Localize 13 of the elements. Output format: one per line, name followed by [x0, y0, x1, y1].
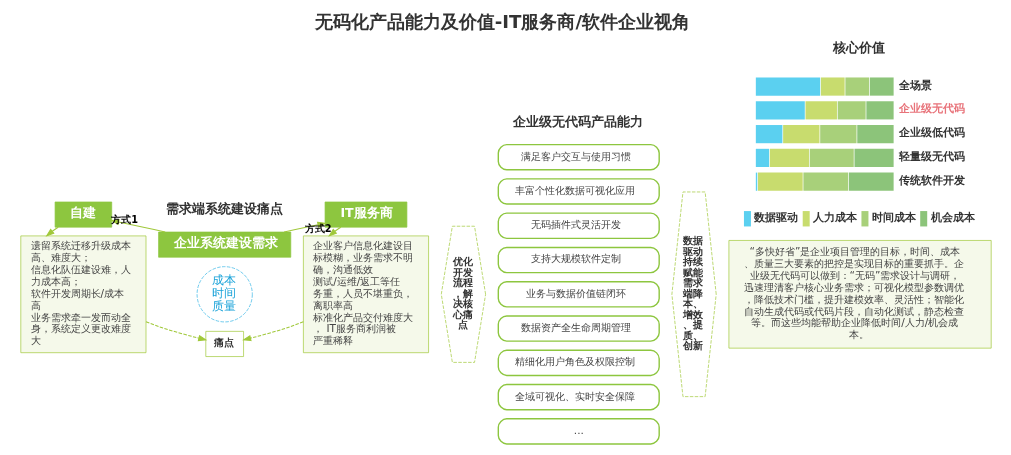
legend-label: 机会成本 — [930, 210, 975, 224]
label: 需求端系统建设痛点 — [165, 200, 283, 216]
legend-label: 人力成本 — [812, 210, 857, 224]
diagram-title: 无码化产品能力及价值-IT服务商/软件企业视角 — [314, 10, 690, 32]
label: 企业级无代码 — [898, 102, 965, 116]
legend-label: 数据驱动 — [753, 210, 798, 224]
label: 传统软件开发 — [898, 173, 965, 187]
label: 全场景 — [898, 78, 932, 92]
label: 企业级低代码 — [898, 126, 965, 140]
label: 轻量级无代码 — [898, 149, 965, 163]
label: 企业级无代码产品能力 — [512, 113, 643, 129]
legend-label: 时间成本 — [871, 210, 916, 224]
label: 核心价值 — [832, 40, 885, 56]
